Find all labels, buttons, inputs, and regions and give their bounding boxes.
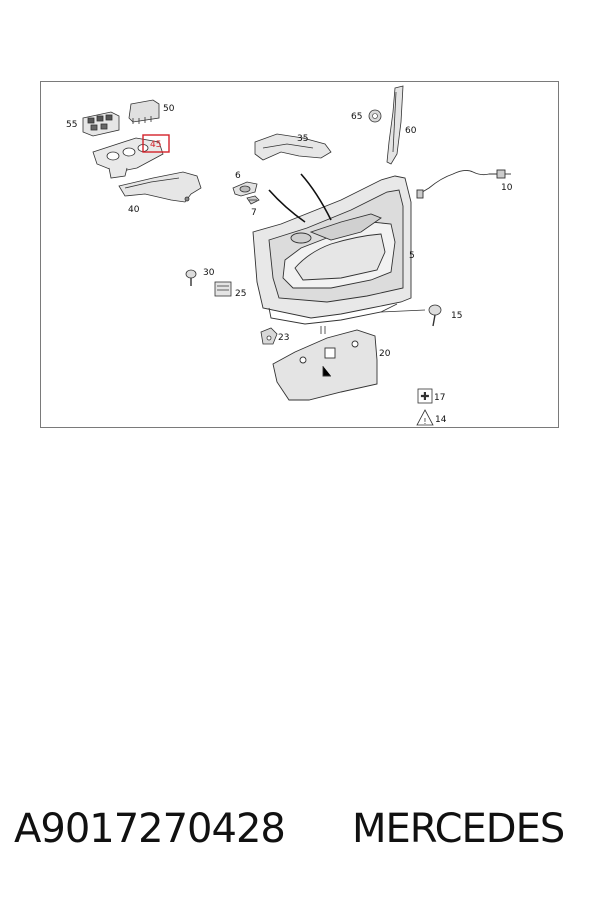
part-45-highlight-box (142, 134, 170, 153)
callout-labels: 55 50 45 40 35 6 7 65 60 10 5 30 25 15 2… (66, 104, 513, 425)
callout-45: 45 (150, 140, 161, 150)
svg-text:✚: ✚ (420, 390, 429, 403)
callout-65: 65 (351, 112, 362, 122)
part-55-switch-block (82, 111, 120, 137)
part-14-warning-sign: ! (416, 409, 434, 426)
callout-15: 15 (451, 311, 462, 321)
part-50-switch-cover (128, 99, 160, 124)
leader-20 (320, 326, 326, 334)
part-number: A9017270428 (14, 806, 286, 852)
part-15-bolt (428, 304, 442, 327)
callout-7: 7 (251, 208, 257, 218)
part-20-storage-pocket (272, 329, 378, 401)
part-5-door-trim-panel (252, 175, 412, 325)
callout-60: 60 (405, 126, 417, 136)
part-35-armrest-pad (254, 133, 332, 161)
leader-15 (380, 309, 426, 313)
callout-14: 14 (435, 415, 447, 425)
callout-20: 20 (379, 349, 391, 359)
callout-6: 6 (235, 171, 241, 181)
leader-curves (268, 173, 332, 223)
callout-5: 5 (409, 251, 415, 261)
callout-23: 23 (278, 333, 289, 343)
exploded-parts-diagram: ✚ ! 55 50 45 40 35 6 7 65 60 10 5 30 25 … (66, 85, 513, 426)
callout-17: 17 (434, 393, 445, 403)
callout-40: 40 (128, 205, 140, 215)
part-7-clip (246, 195, 260, 205)
callout-55: 55 (66, 120, 77, 130)
svg-text:!: ! (423, 417, 426, 426)
part-6-door-handle (232, 181, 258, 197)
part-30-screw (185, 269, 197, 286)
callout-25: 25 (235, 289, 246, 299)
part-17-sign: ✚ (417, 388, 433, 404)
part-23-retaining-clip (260, 327, 278, 345)
part-10-wire-harness (416, 169, 511, 199)
callout-30: 30 (203, 268, 215, 278)
brand-name: MERCEDES (352, 806, 565, 852)
callout-50: 50 (163, 104, 175, 114)
callout-10: 10 (501, 183, 513, 193)
diagram-frame: ✚ ! 55 50 45 40 35 6 7 65 60 10 5 30 25 … (40, 81, 559, 428)
part-40-armrest (118, 171, 202, 203)
part-60-antenna-trim (386, 85, 404, 165)
part-25-clip-plate (214, 281, 232, 297)
part-65-grommet (368, 109, 382, 123)
callout-35: 35 (297, 134, 308, 144)
